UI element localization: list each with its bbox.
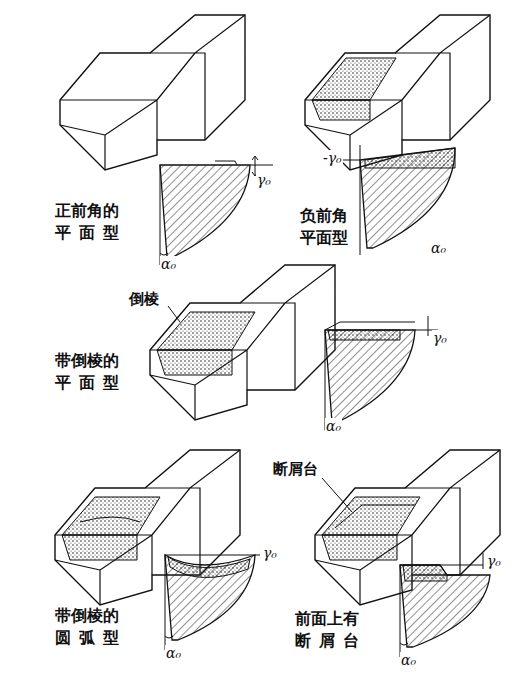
- figure-caption: 负前角 平面型: [300, 205, 348, 248]
- part-name: 倒棱: [128, 290, 160, 309]
- angle-symbol: γ₀: [432, 330, 448, 346]
- angle-symbol: α₀: [160, 256, 177, 272]
- angle-symbol: α₀: [400, 652, 417, 668]
- angle-symbol: γ₀: [256, 172, 272, 188]
- angle-symbol: α₀: [430, 240, 447, 256]
- angle-symbol: γ₀: [486, 553, 502, 569]
- angle-symbol: γ₀: [262, 545, 278, 561]
- figure-caption: 正前角的 平面型: [55, 200, 119, 243]
- angle-symbol: -γ₀: [322, 150, 343, 166]
- angle-symbol: α₀: [325, 418, 342, 434]
- figure-caption: 带倒棱的 圆弧型: [55, 605, 119, 648]
- angle-symbol: α₀: [165, 645, 182, 661]
- figure-caption: 带倒棱的 平面型: [55, 350, 119, 393]
- figure-caption: 前面上有 断屑台: [295, 608, 359, 651]
- part-name: 断屑台: [272, 460, 319, 479]
